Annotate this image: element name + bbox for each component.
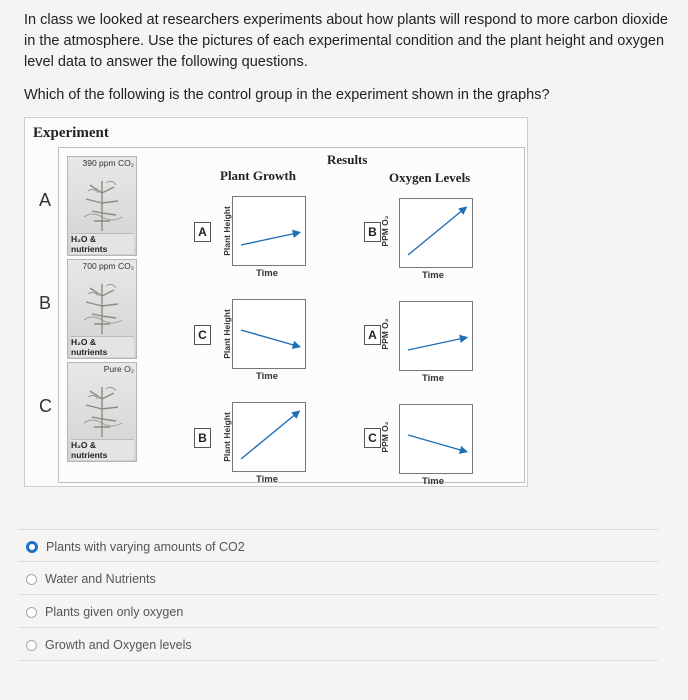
plant-sketch-icon <box>83 180 123 231</box>
oxygen-graph-letter: A <box>364 325 381 345</box>
growth-trend-line <box>240 329 302 349</box>
condition-photo-2: Pure O₂ H₂O & nutrients <box>67 362 137 462</box>
growth-y-label: Plant Height <box>222 412 232 462</box>
photo-bottom-caption: H₂O & nutrients <box>71 233 134 254</box>
photo-top-caption: Pure O₂ <box>103 364 134 374</box>
option-divider <box>18 594 658 595</box>
question-text: In class we looked at researchers experi… <box>24 10 674 106</box>
oxygen-graph-2 <box>399 404 473 474</box>
oxygen-graph-0 <box>399 198 473 268</box>
oxygen-trend-line <box>407 206 468 256</box>
option-divider <box>18 529 658 530</box>
oxygen-y-label: PPM O₂ <box>380 421 390 453</box>
oxygen-y-label: PPM O₂ <box>380 215 390 247</box>
growth-trend-line <box>240 229 302 246</box>
answer-option-label: Water and Nutrients <box>45 572 156 586</box>
growth-graph-1 <box>232 299 306 369</box>
figure-title: Experiment <box>33 125 109 141</box>
answer-option-label: Plants with varying amounts of CO2 <box>46 540 245 554</box>
growth-graph-letter: A <box>194 222 211 242</box>
photo-bottom-caption: H₂O & nutrients <box>71 439 134 460</box>
answer-option-2[interactable]: Plants given only oxygen <box>26 605 183 619</box>
option-divider <box>18 561 658 562</box>
row-letter-1: B <box>39 293 52 313</box>
question-prompt: Which of the following is the control gr… <box>24 87 550 103</box>
photo-top-caption: 700 ppm CO₂ <box>82 261 135 271</box>
answer-option-label: Growth and Oxygen levels <box>45 638 192 652</box>
option-divider <box>18 660 658 661</box>
growth-x-label: Time <box>256 371 279 382</box>
radio-button[interactable] <box>26 541 38 553</box>
radio-button[interactable] <box>26 639 37 651</box>
oxygen-graph-1 <box>399 301 473 371</box>
plant-sketch-icon <box>83 283 123 334</box>
growth-trend-line <box>240 410 301 460</box>
oxygen-trend-line <box>407 434 469 454</box>
oxygen-graph-letter: B <box>364 222 381 242</box>
answer-option-1[interactable]: Water and Nutrients <box>26 572 156 586</box>
growth-y-label: Plant Height <box>222 206 232 256</box>
growth-y-label: Plant Height <box>222 309 232 359</box>
results-label: Results <box>327 152 368 167</box>
oxygen-graph-letter: C <box>364 428 381 448</box>
growth-graph-0 <box>232 196 306 266</box>
oxygen-y-label: PPM O₂ <box>380 318 390 350</box>
growth-graph-letter: C <box>194 325 211 345</box>
oxygen-x-label: Time <box>422 373 445 384</box>
growth-x-label: Time <box>256 268 279 279</box>
answer-option-0[interactable]: Plants with varying amounts of CO2 <box>26 540 245 554</box>
oxygen-trend-line <box>407 334 469 351</box>
plant-growth-label: Plant Growth <box>220 168 296 183</box>
oxygen-x-label: Time <box>422 270 445 281</box>
growth-graph-2 <box>232 402 306 472</box>
answer-option-label: Plants given only oxygen <box>45 605 184 619</box>
question-intro: In class we looked at researchers experi… <box>24 12 668 70</box>
answer-option-3[interactable]: Growth and Oxygen levels <box>26 638 192 652</box>
experiment-figure: Experiment Results Plant Growth Oxygen L… <box>24 117 528 487</box>
condition-photo-1: 700 ppm CO₂ H₂O & nutrients <box>67 259 137 359</box>
radio-button[interactable] <box>26 606 37 618</box>
condition-photo-0: 390 ppm CO₂ H₂O & nutrients <box>67 156 137 256</box>
growth-graph-letter: B <box>194 428 211 448</box>
oxygen-levels-label: Oxygen Levels <box>389 170 471 185</box>
option-divider <box>18 627 658 628</box>
photo-bottom-caption: H₂O & nutrients <box>71 336 134 357</box>
photo-top-caption: 390 ppm CO₂ <box>82 158 135 168</box>
row-letter-0: A <box>39 190 52 210</box>
plant-sketch-icon <box>83 386 123 437</box>
growth-x-label: Time <box>256 474 279 485</box>
oxygen-x-label: Time <box>422 476 445 487</box>
radio-button[interactable] <box>26 573 37 585</box>
row-letter-2: C <box>39 396 52 416</box>
